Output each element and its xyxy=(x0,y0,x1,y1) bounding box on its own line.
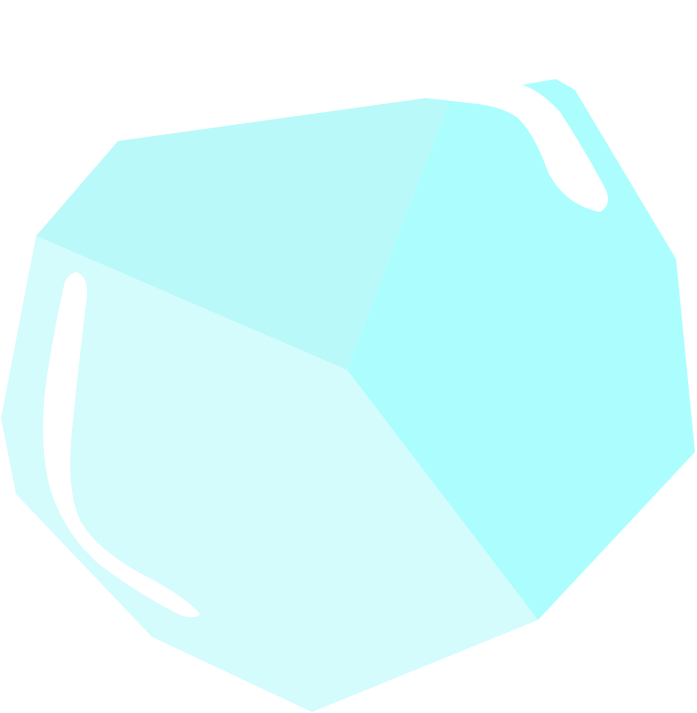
ice-cube-right-face xyxy=(347,79,695,620)
ice-cube-left-face xyxy=(1,236,538,712)
ice-cube-left-highlight xyxy=(43,272,200,618)
ice-cube-top-face xyxy=(36,98,448,370)
